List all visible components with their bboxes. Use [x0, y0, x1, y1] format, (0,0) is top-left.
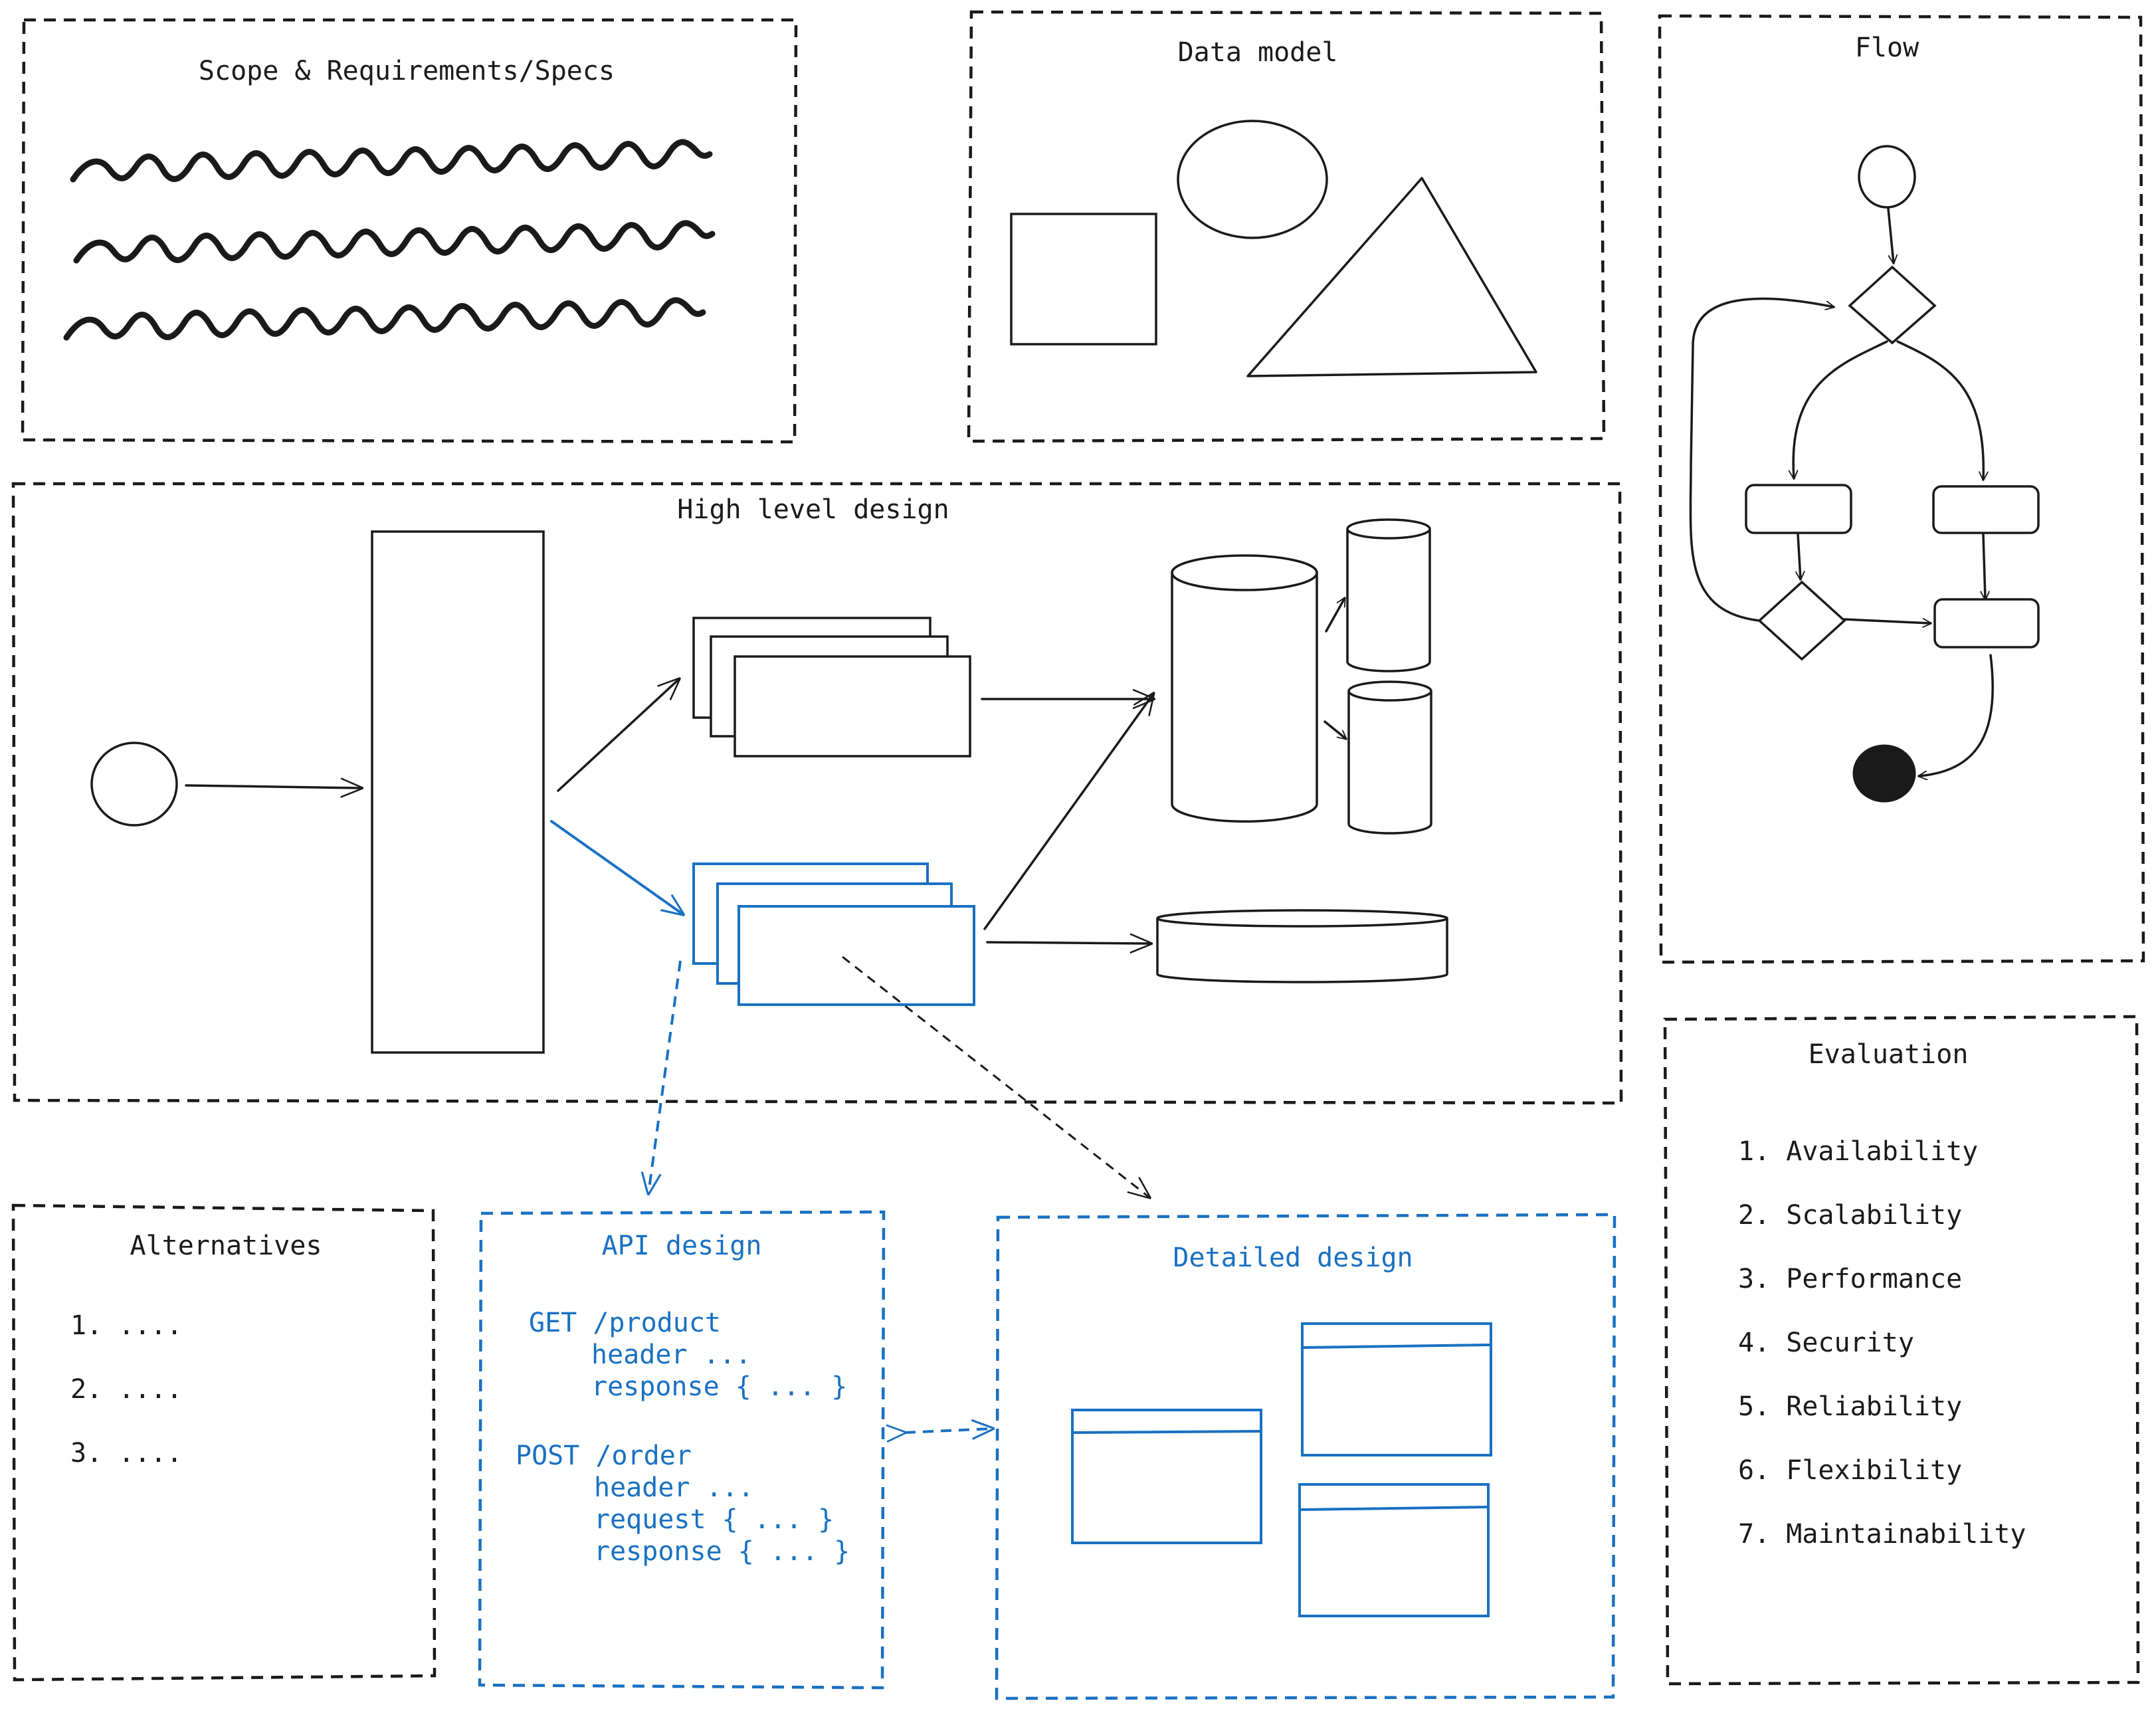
- alternatives-section: Alternatives 1. .... 2. .... 3. ....: [11, 1203, 437, 1682]
- flow-end-node: [1852, 744, 1916, 803]
- api-header-line: header ...: [594, 1472, 754, 1503]
- scope-title: Scope & Requirements/Specs: [199, 56, 615, 86]
- flow-section: Flow: [1658, 14, 2145, 964]
- flow-title: Flow: [1855, 33, 1919, 63]
- replica-database-2: [1347, 680, 1432, 835]
- flow-arrow-decision-to-left: [1793, 340, 1888, 480]
- api-endpoint-line: GET /product: [529, 1308, 721, 1338]
- arrow-service-b-to-cache: [986, 942, 1151, 944]
- flow-arrow-loop-back: [1689, 297, 1834, 622]
- alternative-item: 3. ....: [70, 1438, 183, 1468]
- evaluation-item: 1. Availability: [1738, 1136, 1978, 1167]
- detailed-design-frame: [995, 1213, 1617, 1700]
- detail-table-3: [1298, 1483, 1490, 1617]
- arrow-gateway-to-service-b: [550, 820, 683, 914]
- service-a-stack: [692, 617, 971, 757]
- evaluation-item: 7. Maintainability: [1738, 1519, 2026, 1550]
- api-request-line: request { ... }: [594, 1504, 834, 1535]
- service-b-instance-3: [737, 905, 975, 1006]
- evaluation-item: 4. Security: [1738, 1328, 1914, 1358]
- cache-body: [1156, 918, 1448, 983]
- detail-table-3-box: [1298, 1483, 1490, 1617]
- api-header-line: header ...: [591, 1340, 751, 1370]
- flow-step-right: [1932, 485, 2040, 534]
- flow-arrow-right-to-step: [1983, 533, 1985, 601]
- requirement-squiggle-1: [70, 139, 713, 183]
- arrow-api-detailed-link: [905, 1429, 993, 1433]
- api-endpoint-line: POST /order: [516, 1441, 692, 1471]
- cache-top: [1156, 909, 1448, 928]
- flow-decision-1: [1848, 265, 1937, 345]
- scope-section: Scope & Requirements/Specs: [21, 18, 798, 444]
- detailed-design-section: Detailed design: [995, 1213, 1617, 1700]
- primary-db-body: [1171, 573, 1318, 823]
- api-design-frame: [478, 1210, 886, 1690]
- detail-table-3-header-divider: [1300, 1506, 1488, 1511]
- data-model-frame: [967, 10, 1606, 443]
- detail-table-2-header-divider: [1302, 1344, 1491, 1349]
- alternative-item: 2. ....: [70, 1374, 183, 1405]
- evaluation-title: Evaluation: [1809, 1039, 1969, 1070]
- evaluation-item: 2. Scalability: [1738, 1200, 1962, 1231]
- high-level-section: High level design: [11, 482, 1623, 1105]
- entity-circle: [1177, 120, 1328, 239]
- alternatives-frame: [11, 1203, 437, 1682]
- arrow-db-to-replica-1: [1325, 598, 1346, 633]
- flow-step-left: [1745, 484, 1852, 534]
- evaluation-frame: [1663, 1015, 2140, 1686]
- evaluation-section: Evaluation 1. Availability 2. Scalabilit…: [1663, 1015, 2140, 1686]
- alternative-item: 1. ....: [70, 1310, 183, 1341]
- evaluation-item: 6. Flexibility: [1738, 1455, 1962, 1486]
- data-model-title: Data model: [1178, 37, 1338, 68]
- flow-decision-2: [1757, 580, 1846, 661]
- evaluation-item: 3. Performance: [1738, 1264, 1962, 1294]
- flow-step-merge: [1933, 598, 2040, 649]
- flow-arrow-to-end: [1919, 654, 1994, 776]
- requirement-squiggle-3: [63, 297, 706, 341]
- high-level-title: High level design: [677, 494, 949, 525]
- api-design-title: API design: [602, 1231, 762, 1261]
- api-response-line: response { ... }: [594, 1536, 850, 1567]
- detail-table-2: [1301, 1322, 1492, 1457]
- flow-frame: [1658, 14, 2145, 964]
- replica-2-top: [1347, 680, 1432, 702]
- flow-arrow-decision-to-right: [1896, 340, 1983, 481]
- detail-table-2-box: [1301, 1322, 1492, 1457]
- primary-database: [1171, 554, 1318, 823]
- detailed-design-title: Detailed design: [1173, 1243, 1413, 1273]
- high-level-frame: [11, 482, 1623, 1105]
- service-a-instance-3: [734, 655, 971, 757]
- primary-db-top: [1171, 554, 1318, 591]
- flow-arrow-decision-to-step: [1843, 618, 1932, 623]
- replica-2-body: [1347, 691, 1432, 835]
- gateway-box: [371, 530, 545, 1054]
- service-b-stack: [692, 862, 975, 1006]
- alternatives-title: Alternatives: [130, 1231, 322, 1261]
- client-circle: [90, 742, 178, 827]
- arrow-db-to-replica-2: [1323, 720, 1346, 739]
- arrow-service-b-to-db: [983, 694, 1153, 930]
- data-model-section: Data model: [967, 10, 1606, 443]
- flow-start-node: [1858, 145, 1916, 209]
- arrow-to-detailed-design: [842, 956, 1149, 1197]
- cache-store: [1156, 909, 1448, 983]
- arrow-gateway-to-service-a: [557, 679, 679, 792]
- detail-table-1: [1071, 1409, 1262, 1544]
- api-response-line: response { ... }: [591, 1371, 847, 1402]
- api-design-section: API design GET /product header ... respo…: [478, 1210, 886, 1690]
- entity-triangle: [1246, 177, 1537, 377]
- flow-arrow-left-to-decision: [1798, 533, 1801, 581]
- arrow-to-api-design: [648, 960, 682, 1193]
- detail-table-1-box: [1071, 1409, 1262, 1544]
- replica-1-top: [1346, 518, 1431, 540]
- detail-table-1-header-divider: [1072, 1430, 1261, 1434]
- entity-square: [1010, 213, 1157, 346]
- requirement-squiggle-2: [73, 220, 716, 264]
- evaluation-item: 5. Reliability: [1738, 1391, 1962, 1422]
- flow-arrow-start-to-decision: [1887, 207, 1894, 263]
- arrow-client-to-gateway: [185, 785, 361, 788]
- replica-database-1: [1346, 518, 1431, 672]
- replica-1-body: [1346, 529, 1431, 672]
